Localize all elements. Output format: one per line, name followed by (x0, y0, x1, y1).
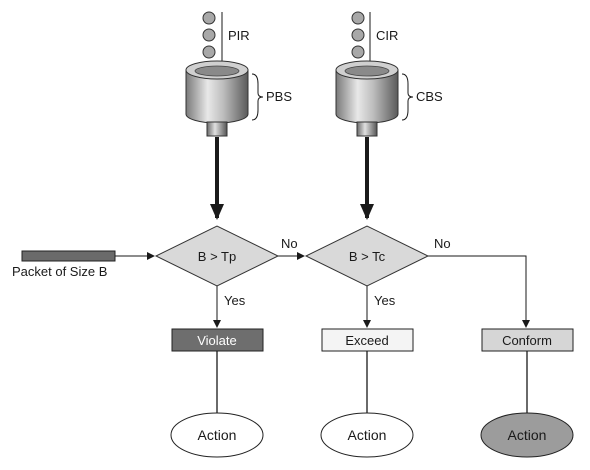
token-icon (351, 11, 365, 25)
size-label: CBS (416, 89, 443, 104)
token-icon (351, 28, 365, 42)
conform-label: Conform (502, 333, 552, 348)
packet-label: Packet of Size B (12, 264, 107, 279)
decision-label: B > Tp (198, 249, 236, 264)
cir-bucket: CIR CBS (335, 11, 443, 220)
decision-label: B > Tc (349, 249, 386, 264)
token-icon (202, 28, 216, 42)
token-icon (202, 11, 216, 25)
token-icon (351, 45, 365, 59)
violate-action-node (170, 412, 264, 458)
pir-bucket: PIR PBS (185, 11, 292, 220)
size-label: PBS (266, 89, 292, 104)
exceed-action-node (320, 412, 414, 458)
conform-action-node (480, 412, 574, 458)
no-arrow (428, 255, 530, 328)
action-label: Action (508, 427, 547, 443)
violate-label: Violate (197, 333, 237, 348)
size-brace (401, 73, 414, 121)
no-label: No (434, 236, 451, 251)
size-brace (251, 73, 264, 121)
packet-bar (21, 250, 116, 262)
bucket-nozzle (356, 121, 378, 137)
yes-label: Yes (374, 293, 396, 308)
token-icon (202, 45, 216, 59)
rate-label: PIR (228, 28, 250, 43)
yes-label: Yes (224, 293, 246, 308)
no-label: No (281, 236, 298, 251)
action-label: Action (198, 427, 237, 443)
rate-label: CIR (376, 28, 398, 43)
action-label: Action (348, 427, 387, 443)
exceed-label: Exceed (345, 333, 388, 348)
bucket-nozzle (206, 121, 228, 137)
